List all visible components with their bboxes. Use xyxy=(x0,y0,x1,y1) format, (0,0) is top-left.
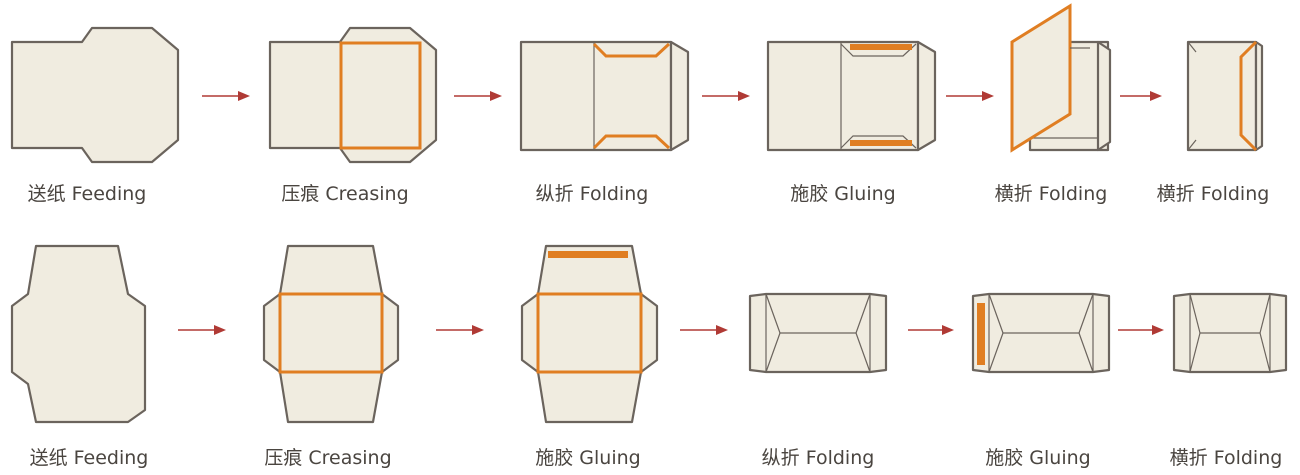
row2-step4-folding-illustration xyxy=(748,292,888,374)
row2-step3-label: 施胶 Gluing xyxy=(535,447,641,469)
row1-arrow-2 xyxy=(454,91,502,101)
row1-step6-label: 横折 Folding xyxy=(1156,183,1270,205)
row2-arrow-5 xyxy=(1118,325,1164,335)
row1-arrow-5 xyxy=(1120,91,1162,101)
row1-step2-creasing-illustration xyxy=(268,26,438,164)
row1-arrow-1 xyxy=(202,91,250,101)
row2-step3-gluing-illustration xyxy=(520,244,659,424)
row1-step3-folding-illustration xyxy=(519,40,690,152)
row2-arrow-4 xyxy=(908,325,954,335)
row2-step4-label: 纵折 Folding xyxy=(761,447,875,469)
row2-step2-label: 压痕 Creasing xyxy=(264,447,392,469)
row1-step3-label: 纵折 Folding xyxy=(535,183,649,205)
row2-step2-creasing-illustration xyxy=(262,244,400,424)
row1-step4-label: 施胶 Gluing xyxy=(790,183,896,205)
row2-arrow-2 xyxy=(436,325,484,335)
row2-step1-label: 送纸 Feeding xyxy=(29,447,149,469)
row1-arrow-4 xyxy=(946,91,994,101)
row2-step5-label: 施胶 Gluing xyxy=(985,447,1091,469)
row1-step1-feeding-illustration xyxy=(10,26,180,164)
row2-step6-label: 横折 Folding xyxy=(1169,447,1283,469)
row2-step6-folding-illustration xyxy=(1172,292,1288,374)
row1-step2-label: 压痕 Creasing xyxy=(281,183,409,205)
row2-arrow-1 xyxy=(178,325,226,335)
row1-arrow-3 xyxy=(702,91,750,101)
row1-step5-label: 横折 Folding xyxy=(994,183,1108,205)
row2-step1-feeding-illustration xyxy=(10,244,147,424)
row2-step5-gluing-illustration xyxy=(971,292,1111,374)
row1-step5-folding-illustration xyxy=(1010,3,1112,153)
row1-step1-label: 送纸 Feeding xyxy=(27,183,147,205)
row2-arrow-3 xyxy=(680,325,728,335)
row1-step4-gluing-illustration xyxy=(766,40,937,152)
row1-step6-folding-illustration xyxy=(1186,40,1264,152)
